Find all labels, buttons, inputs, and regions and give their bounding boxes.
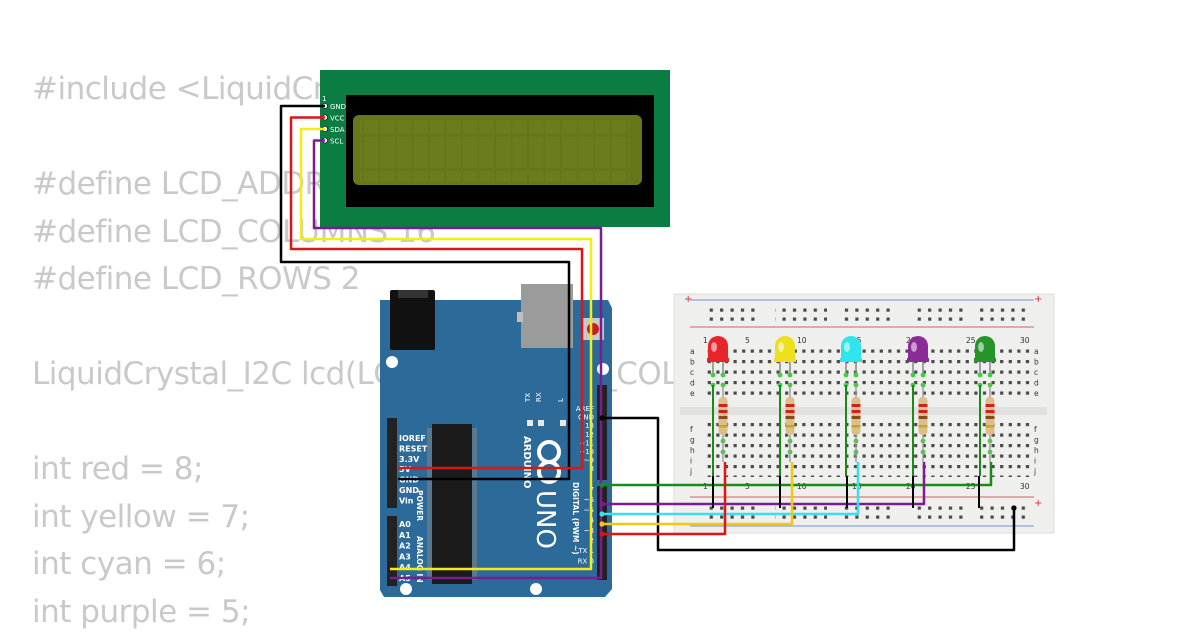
row-letter-label: c — [690, 368, 694, 377]
row-letter-label: d — [1034, 379, 1039, 388]
column-number-label: 5 — [745, 482, 750, 491]
lcd-pin-scl: SCL — [330, 138, 343, 146]
column-number-label: 25 — [966, 482, 976, 491]
digital-label: DIGITAL (PWM ~) — [571, 482, 580, 555]
column-number-label: 5 — [745, 336, 750, 345]
digital-pin-label: ~3 — [584, 527, 594, 535]
arduino-uno-board[interactable]: ARDUINO UNO DIGITAL (PWM ~) POWER ANALOG… — [380, 284, 612, 597]
row-letter-label: e — [1034, 389, 1039, 398]
tx-indicator-label: TX — [524, 393, 532, 403]
rail-plus-tr: + — [1034, 294, 1042, 305]
analog-header — [387, 516, 397, 586]
lcd-display[interactable]: 1 GND VCC SDA SCL — [320, 70, 670, 227]
brand-label: ARDUINO — [521, 436, 532, 488]
row-letter-label: e — [690, 389, 695, 398]
row-letter-label: i — [1034, 457, 1036, 466]
analog-pin-label: A4 — [399, 563, 411, 572]
row-letter-label: f — [690, 425, 693, 434]
row-letter-label: b — [690, 358, 695, 367]
row-letter-label: a — [690, 347, 695, 356]
column-number-label: 20 — [906, 482, 916, 491]
power-pin-label: RESET — [399, 444, 428, 453]
column-number-label: 25 — [966, 336, 976, 345]
row-letter-label: j — [1033, 467, 1036, 476]
row-letter-label: h — [1034, 446, 1039, 455]
rail-plus-tl: + — [684, 294, 692, 305]
row-letter-label: h — [690, 446, 695, 455]
power-pin-label: Vin — [399, 496, 414, 505]
l-indicator-label: L — [557, 398, 565, 402]
power-pin-label: 3.3V — [399, 455, 420, 464]
analog-label: ANALOG IN — [415, 536, 424, 583]
lcd-pin1-label: 1 — [322, 95, 326, 103]
column-number-label: 1 — [703, 482, 708, 491]
row-letter-label: d — [690, 379, 695, 388]
lcd-pin-gnd: GND — [330, 103, 346, 111]
analog-pin-label: A2 — [399, 542, 411, 551]
digital-pin-label: 12 — [585, 431, 594, 439]
rail-plus-br: + — [1034, 498, 1042, 509]
row-letter-label: g — [690, 436, 695, 445]
dc-jack — [390, 290, 435, 350]
analog-pin-label: A0 — [399, 520, 411, 529]
rx-indicator-label: RX — [535, 392, 543, 402]
column-number-label: 10 — [797, 336, 807, 345]
row-letter-label: i — [690, 457, 692, 466]
power-pin-label: GND — [399, 486, 419, 495]
power-header — [387, 418, 397, 508]
analog-pin-label: A3 — [399, 552, 411, 561]
digital-pin-label: ~6 — [584, 496, 595, 504]
power-pin-label: IOREF — [399, 434, 426, 443]
atmega-chip — [432, 424, 472, 584]
row-letter-label: a — [1034, 347, 1039, 356]
row-letter-label: g — [1034, 436, 1039, 445]
digital-pin-label: 13 — [585, 422, 594, 430]
model-label: UNO — [530, 490, 560, 549]
lcd-pin-vcc: VCC — [330, 115, 345, 123]
digital-pin-label: ~9 — [584, 457, 594, 465]
column-number-label: 1 — [703, 336, 708, 345]
row-letter-label: j — [689, 467, 692, 476]
column-number-label: 30 — [1020, 482, 1030, 491]
row-letter-label: c — [1034, 368, 1038, 377]
breadboard[interactable]: + + + aabbccddeeffgghhiijj11551010151520… — [674, 294, 1054, 533]
usb-port — [521, 284, 573, 348]
lcd-pin-sda: SDA — [330, 126, 345, 134]
analog-pin-label: A1 — [399, 531, 411, 540]
power-pin-label: 5V — [399, 465, 412, 474]
column-number-label: 10 — [797, 482, 807, 491]
column-number-label: 30 — [1020, 336, 1030, 345]
digital-pin-label: ~5 — [584, 506, 594, 514]
row-letter-label: b — [1034, 358, 1039, 367]
row-letter-label: f — [1034, 425, 1037, 434]
